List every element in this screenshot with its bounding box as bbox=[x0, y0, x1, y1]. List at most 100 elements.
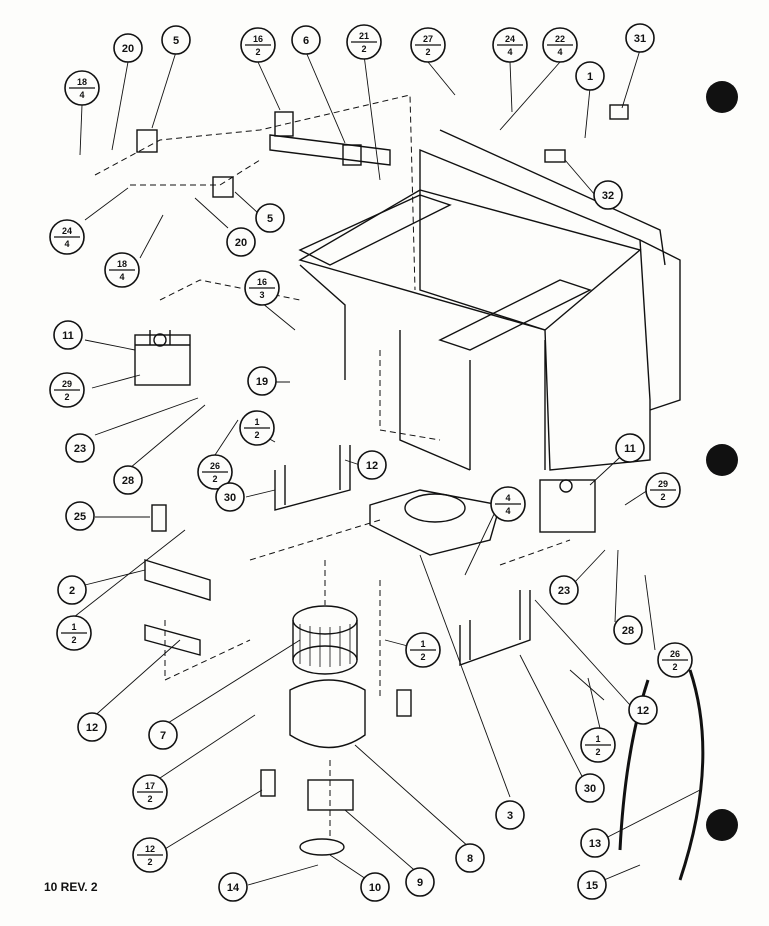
callout-circle bbox=[625, 23, 655, 53]
callout-6: 6 bbox=[291, 25, 321, 55]
callout-label: 2 bbox=[255, 47, 260, 57]
callout-label: 9 bbox=[417, 877, 423, 889]
callout-label: 2 bbox=[64, 392, 69, 402]
part-32 bbox=[544, 149, 566, 163]
callout-label: 2 bbox=[147, 857, 152, 867]
callout-label: 26 bbox=[670, 649, 680, 659]
callout-label: 1 bbox=[254, 417, 259, 427]
revision-label: 10 REV. 2 bbox=[44, 880, 98, 894]
callout-30b: 30 bbox=[575, 773, 605, 803]
callout-circle bbox=[615, 433, 645, 463]
callout-22-4: 224 bbox=[542, 27, 578, 63]
callout-label: 2 bbox=[420, 652, 425, 662]
callout-label: 2 bbox=[660, 492, 665, 502]
callout-28b: 28 bbox=[613, 615, 643, 645]
callout-16-3: 163 bbox=[244, 270, 280, 306]
callout-label: 12 bbox=[145, 844, 155, 854]
callout-label: 2 bbox=[672, 662, 677, 672]
callout-4-4: 44 bbox=[490, 486, 526, 522]
rail-left bbox=[298, 194, 452, 266]
callout-1-2d: 12 bbox=[580, 727, 616, 763]
callout-7: 7 bbox=[148, 720, 178, 750]
callout-label: 23 bbox=[558, 585, 570, 597]
callout-label: 1 bbox=[71, 622, 76, 632]
callout-circle bbox=[357, 450, 387, 480]
callout-circle bbox=[360, 872, 390, 902]
cavity-outline bbox=[419, 148, 651, 471]
callout-14: 14 bbox=[218, 872, 248, 902]
magnetron-left bbox=[134, 334, 191, 386]
callout-26-2b: 262 bbox=[657, 642, 693, 678]
callout-label: 21 bbox=[359, 31, 369, 41]
callout-20a: 20 bbox=[113, 33, 143, 63]
callout-29-2b: 292 bbox=[645, 472, 681, 508]
callout-circle bbox=[77, 712, 107, 742]
callout-1-2b: 12 bbox=[405, 632, 441, 668]
callout-13: 13 bbox=[580, 828, 610, 858]
callout-19: 19 bbox=[247, 366, 277, 396]
callout-label: 2 bbox=[71, 635, 76, 645]
callout-circle bbox=[628, 695, 658, 725]
callout-circle bbox=[580, 828, 610, 858]
callout-label: 7 bbox=[160, 730, 166, 742]
callout-12-2: 122 bbox=[132, 837, 168, 873]
callout-label: 19 bbox=[256, 376, 268, 388]
callout-24-4a: 244 bbox=[492, 27, 528, 63]
callout-label: 4 bbox=[505, 506, 510, 516]
callout-label: 8 bbox=[467, 853, 473, 865]
callout-label: 2 bbox=[254, 430, 259, 440]
callout-circle bbox=[247, 366, 277, 396]
callout-label: 4 bbox=[64, 239, 69, 249]
callout-circle bbox=[549, 575, 579, 605]
u-bracket-right bbox=[459, 590, 531, 666]
callout-17-2: 172 bbox=[132, 774, 168, 810]
callout-circle bbox=[113, 465, 143, 495]
callout-circle bbox=[65, 501, 95, 531]
callout-label: 16 bbox=[257, 277, 267, 287]
callout-label: 30 bbox=[584, 783, 596, 795]
part-12-small bbox=[396, 689, 412, 717]
callout-label: 6 bbox=[303, 35, 309, 47]
callout-2: 2 bbox=[57, 575, 87, 605]
callout-11b: 11 bbox=[615, 433, 645, 463]
callout-circle bbox=[291, 25, 321, 55]
bracket-16 bbox=[269, 134, 391, 166]
callout-label: 28 bbox=[122, 475, 134, 487]
bracket-5a bbox=[136, 129, 158, 153]
callout-26-2a: 262 bbox=[197, 454, 233, 490]
callout-20b: 20 bbox=[226, 227, 256, 257]
callout-circle bbox=[405, 867, 435, 897]
callout-label: 31 bbox=[634, 33, 646, 45]
callout-label: 20 bbox=[122, 43, 134, 55]
callout-label: 25 bbox=[74, 511, 86, 523]
callout-27-2: 272 bbox=[410, 27, 446, 63]
registration-dot-1 bbox=[706, 81, 738, 113]
callout-circle bbox=[148, 720, 178, 750]
callout-label: 14 bbox=[227, 882, 240, 894]
callout-label: 5 bbox=[267, 213, 273, 225]
callout-label: 3 bbox=[507, 810, 513, 822]
callout-label: 4 bbox=[557, 47, 562, 57]
fan-wheel bbox=[292, 605, 358, 635]
callout-label: 26 bbox=[210, 461, 220, 471]
callout-label: 29 bbox=[658, 479, 668, 489]
callout-3: 3 bbox=[495, 800, 525, 830]
callout-circle bbox=[255, 203, 285, 233]
callout-circle bbox=[53, 320, 83, 350]
callout-label: 18 bbox=[77, 77, 87, 87]
callout-label: 11 bbox=[624, 443, 636, 455]
callout-30a: 30 bbox=[215, 482, 245, 512]
fan-blade bbox=[299, 838, 345, 856]
magnetron-right bbox=[539, 479, 596, 533]
callout-circle bbox=[575, 773, 605, 803]
callout-label: 24 bbox=[505, 34, 515, 44]
callout-circle bbox=[215, 482, 245, 512]
callout-label: 3 bbox=[259, 290, 264, 300]
rail-right bbox=[438, 279, 592, 351]
callout-8: 8 bbox=[455, 843, 485, 873]
callout-32: 32 bbox=[593, 180, 623, 210]
callout-label: 24 bbox=[62, 226, 72, 236]
registration-dot-3 bbox=[706, 809, 738, 841]
callout-label: 17 bbox=[145, 781, 155, 791]
callout-23b: 23 bbox=[549, 575, 579, 605]
